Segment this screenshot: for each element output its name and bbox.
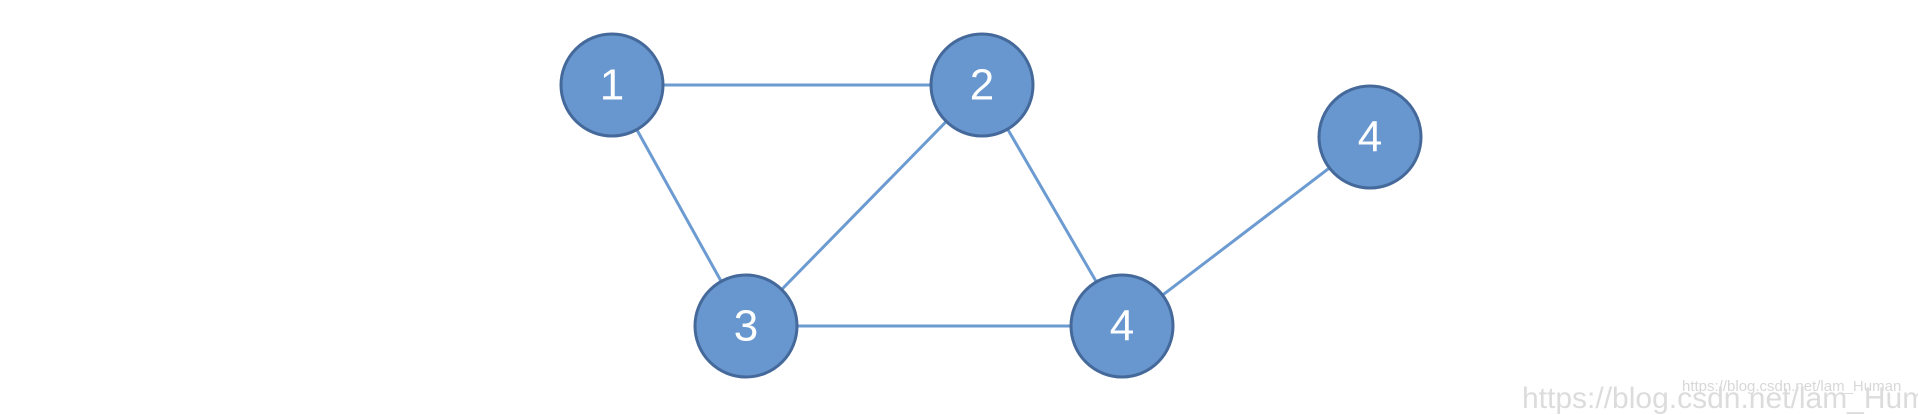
- node-circle-n1: [559, 32, 665, 138]
- edge-n2-n3: [744, 83, 984, 328]
- node-label-n4a: 4: [1110, 302, 1134, 351]
- node-label-n4b: 4: [1358, 113, 1382, 162]
- watermark-small: https://blog.csdn.net/lam_Human: [1682, 378, 1902, 395]
- watermark-large: https://blog.csdn.net/lam_Hum: [1522, 382, 1918, 415]
- node-circle-n2: [929, 32, 1035, 138]
- node-n4a: 4: [1069, 273, 1175, 379]
- node-label-n2: 2: [970, 61, 994, 110]
- nodes-layer: 1 2 3 4 4: [559, 32, 1423, 379]
- node-n2: 2: [929, 32, 1035, 138]
- node-label-n3: 3: [734, 302, 758, 351]
- node-n4b: 4: [1317, 84, 1423, 190]
- node-circle-n4b: [1317, 84, 1423, 190]
- node-n1: 1: [559, 32, 665, 138]
- node-circle-n3: [693, 273, 799, 379]
- node-circle-n4a: [1069, 273, 1175, 379]
- node-label-n1: 1: [600, 61, 624, 110]
- graph-diagram: 1 2 3 4 4: [559, 32, 1423, 379]
- node-n3: 3: [693, 273, 799, 379]
